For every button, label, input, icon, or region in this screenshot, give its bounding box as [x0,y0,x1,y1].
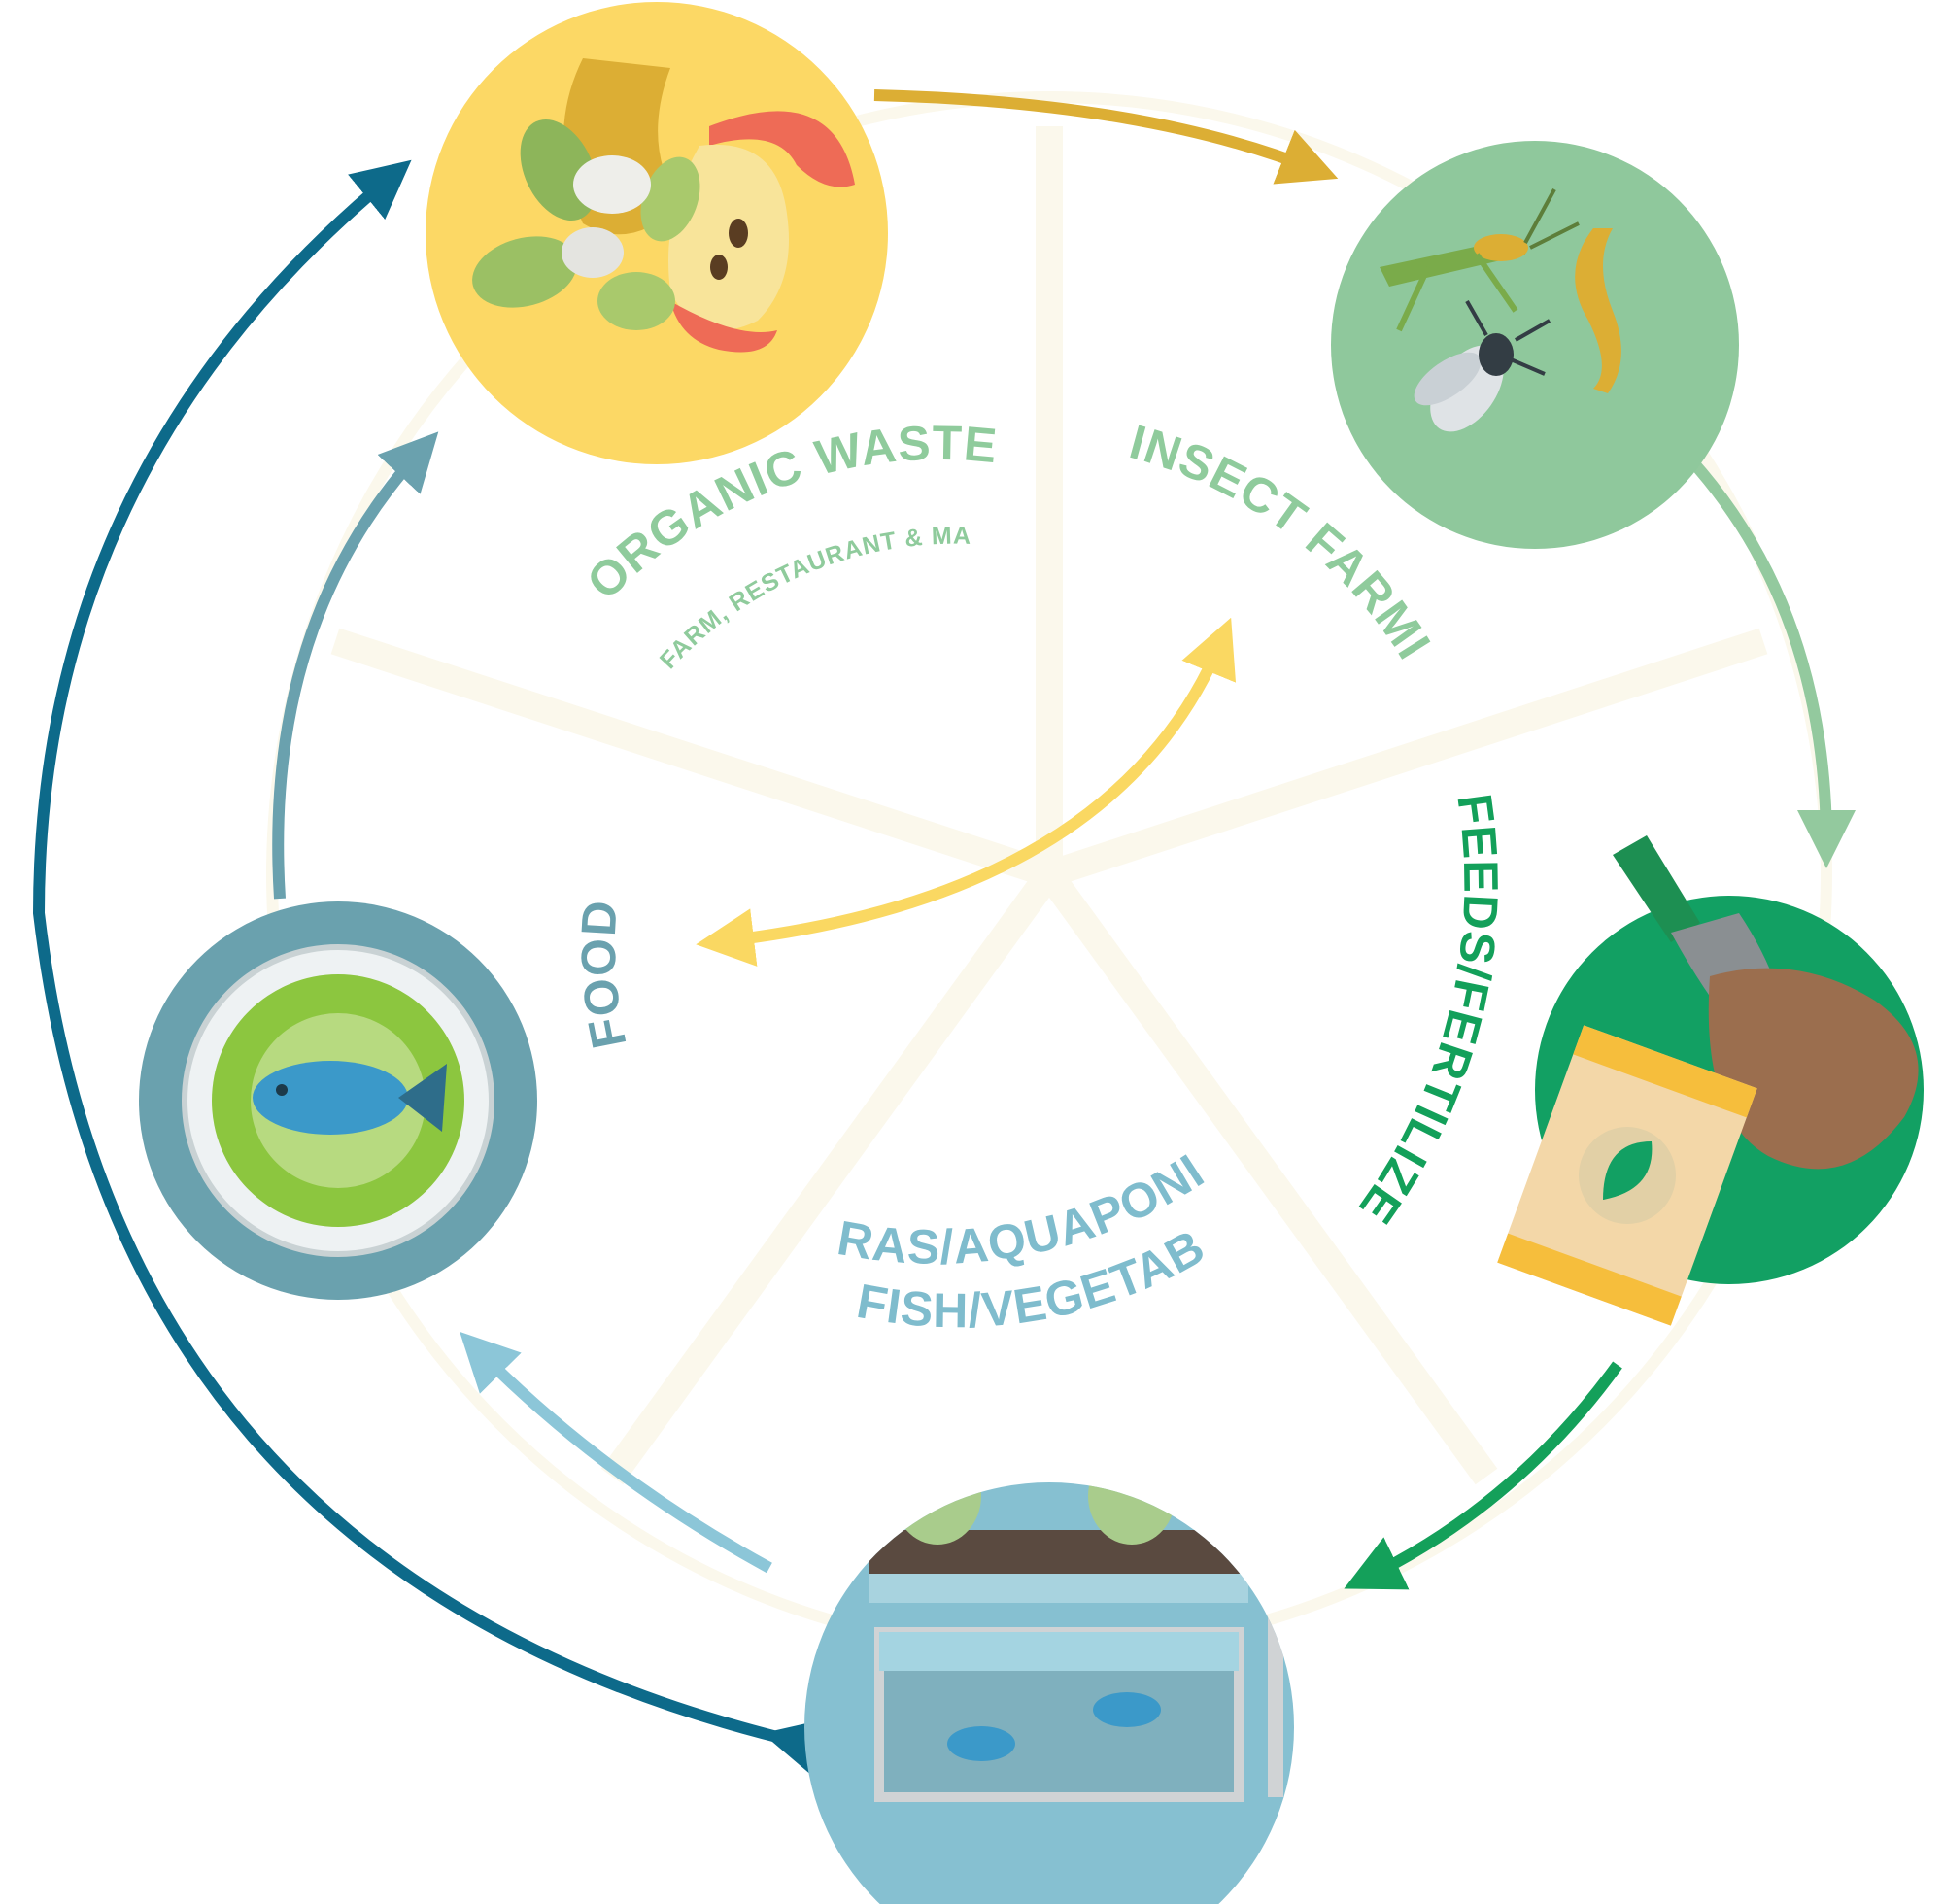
fish-plate-icon [212,974,464,1227]
arrow-insect-to-fertilizer [1676,444,1856,868]
organic-waste-node [426,2,888,464]
label-food: FOOD [571,899,637,1053]
aquaponics-node [804,1482,1294,1904]
arrow-center-exchange [696,617,1236,967]
food-node [139,901,537,1300]
arrow-fertilizer-to-aquaponics [1344,1361,1622,1590]
food-scraps-icon [472,58,855,353]
arrow-waste-to-insect [873,89,1339,185]
insect-farming-node [1331,141,1739,549]
arrow-outer-loop [32,159,827,1776]
fertilizer-bag-icon [1497,835,1919,1326]
insects-icon [1380,188,1621,432]
fertilizer-node [1497,835,1924,1326]
